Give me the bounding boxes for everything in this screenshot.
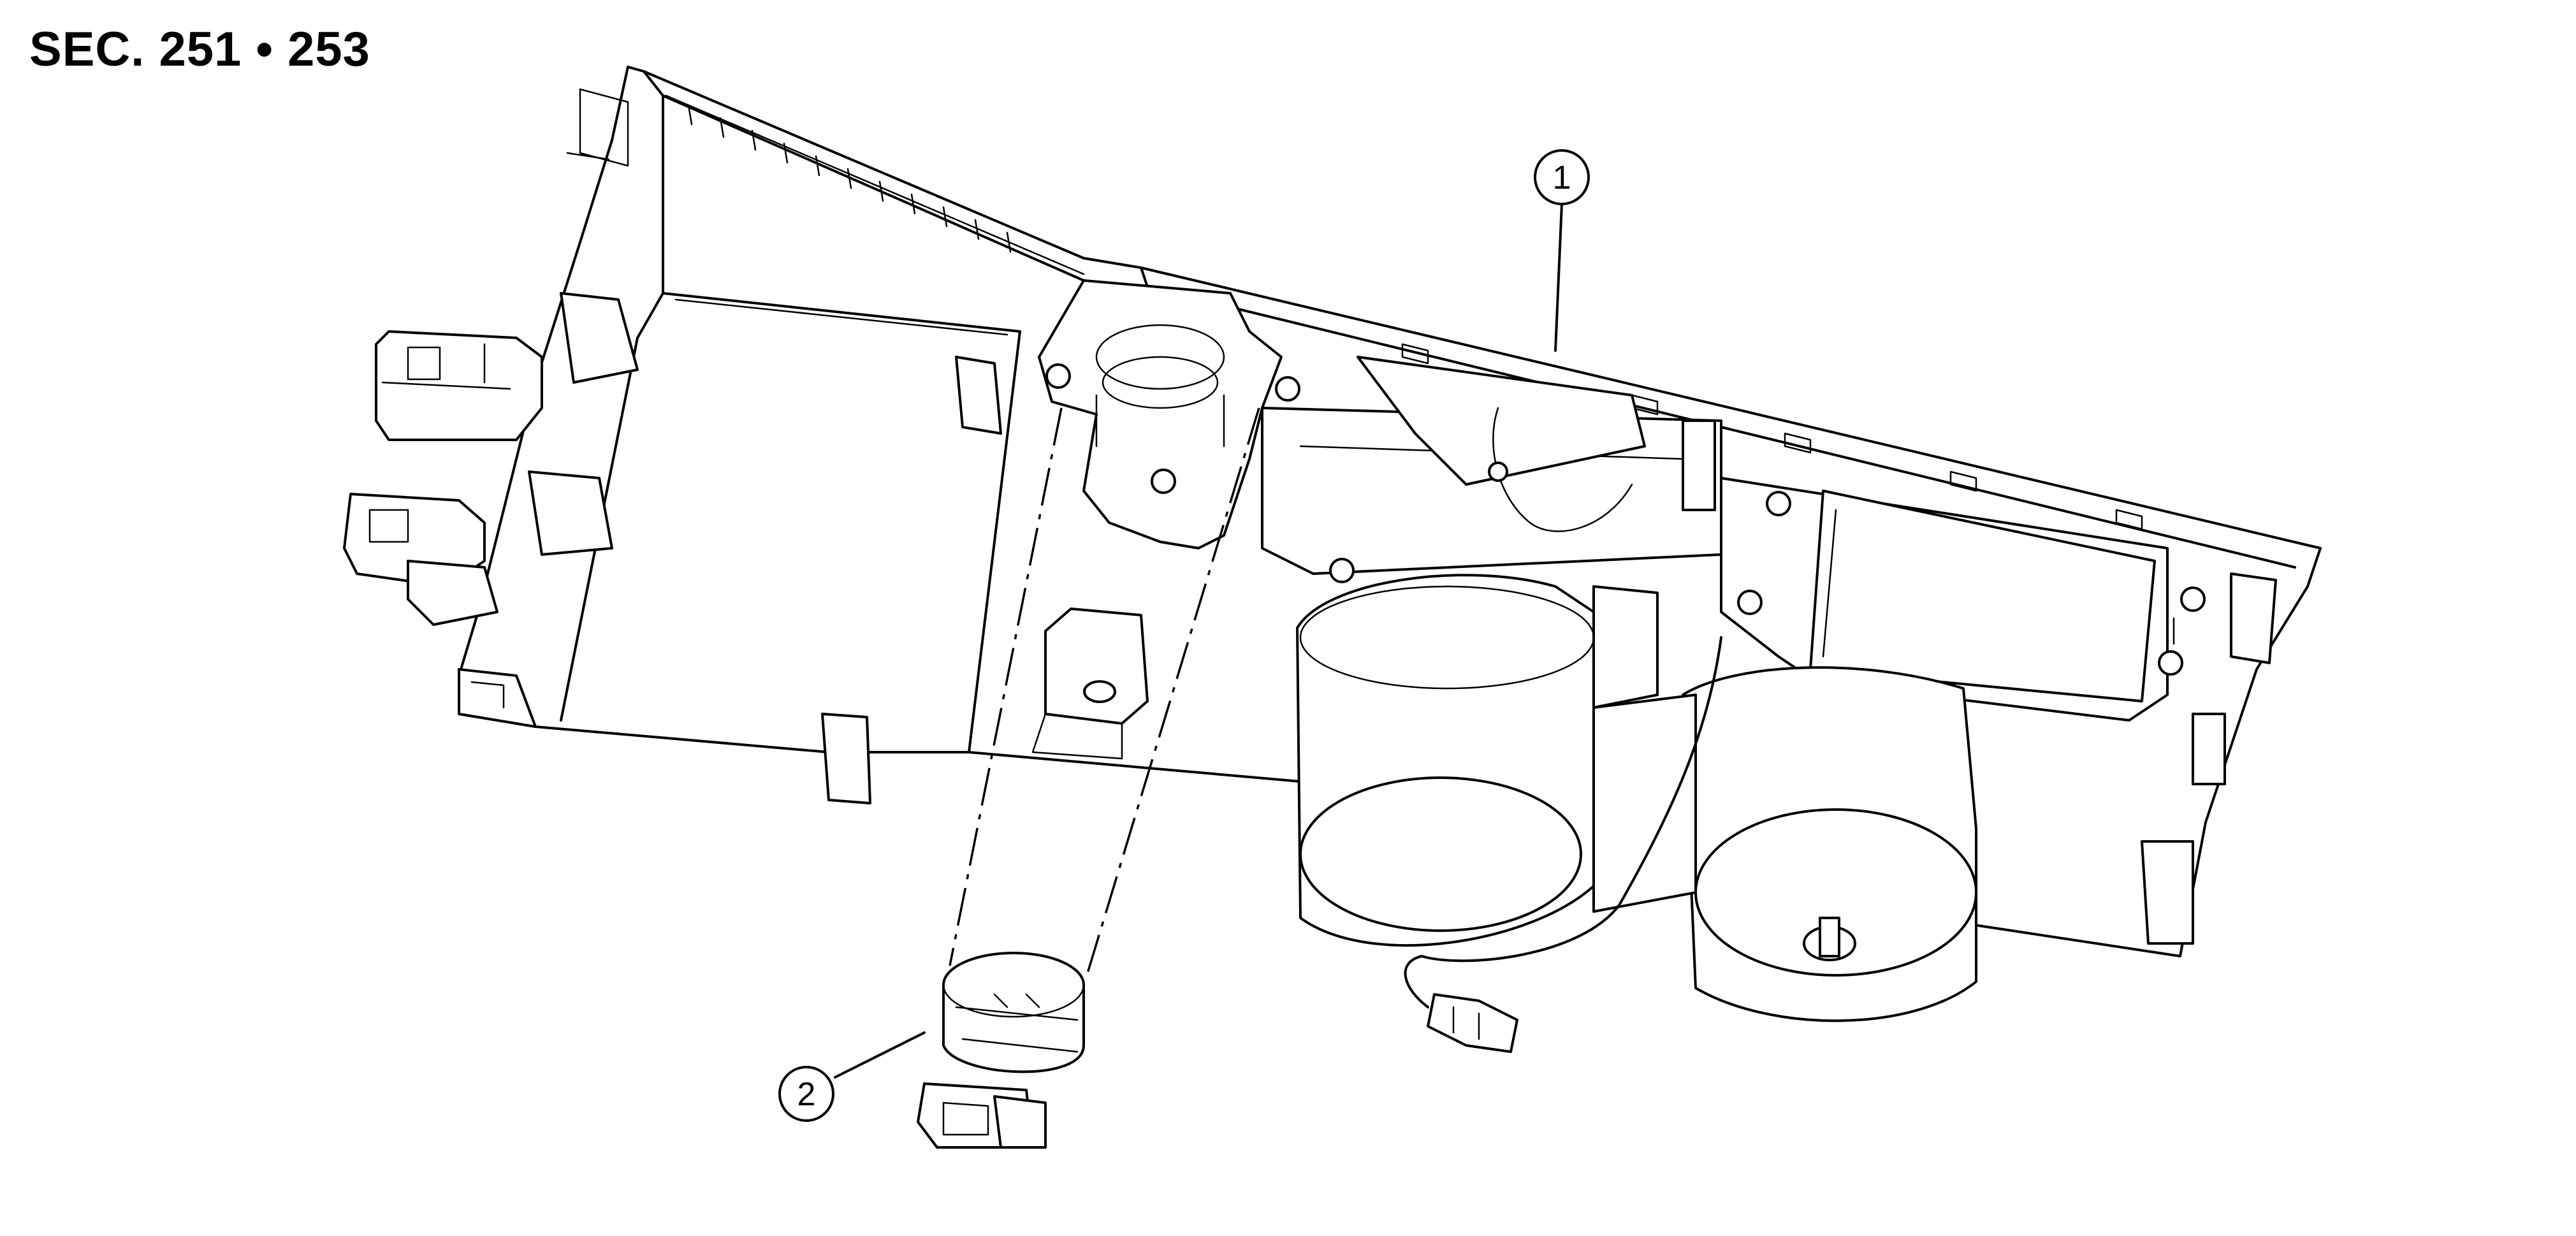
section-label: SEC. 251 • 253 <box>29 22 370 76</box>
lower-bracket-plate <box>1031 607 1149 760</box>
ignition-knob-switch <box>917 952 1085 1149</box>
callout-1: 1 <box>1534 149 1590 352</box>
callout-2-number: 2 <box>797 1076 816 1113</box>
harness-connector <box>1427 993 1518 1053</box>
callout-2: 2 <box>778 1031 926 1122</box>
callout-1-number: 1 <box>1553 159 1571 196</box>
left-drum <box>1296 574 1595 947</box>
left-connector-upper <box>375 330 543 441</box>
right-bracket <box>1720 477 2206 722</box>
instrument-panel-assembly <box>343 66 2322 1053</box>
right-drum <box>1682 666 1977 1022</box>
center-bracket <box>1261 356 1722 583</box>
ignition-switch-housing <box>1038 279 1300 549</box>
assembly-guide-lines <box>949 407 1260 976</box>
left-connector-middle <box>343 493 498 626</box>
left-bracket-lower <box>458 668 537 728</box>
